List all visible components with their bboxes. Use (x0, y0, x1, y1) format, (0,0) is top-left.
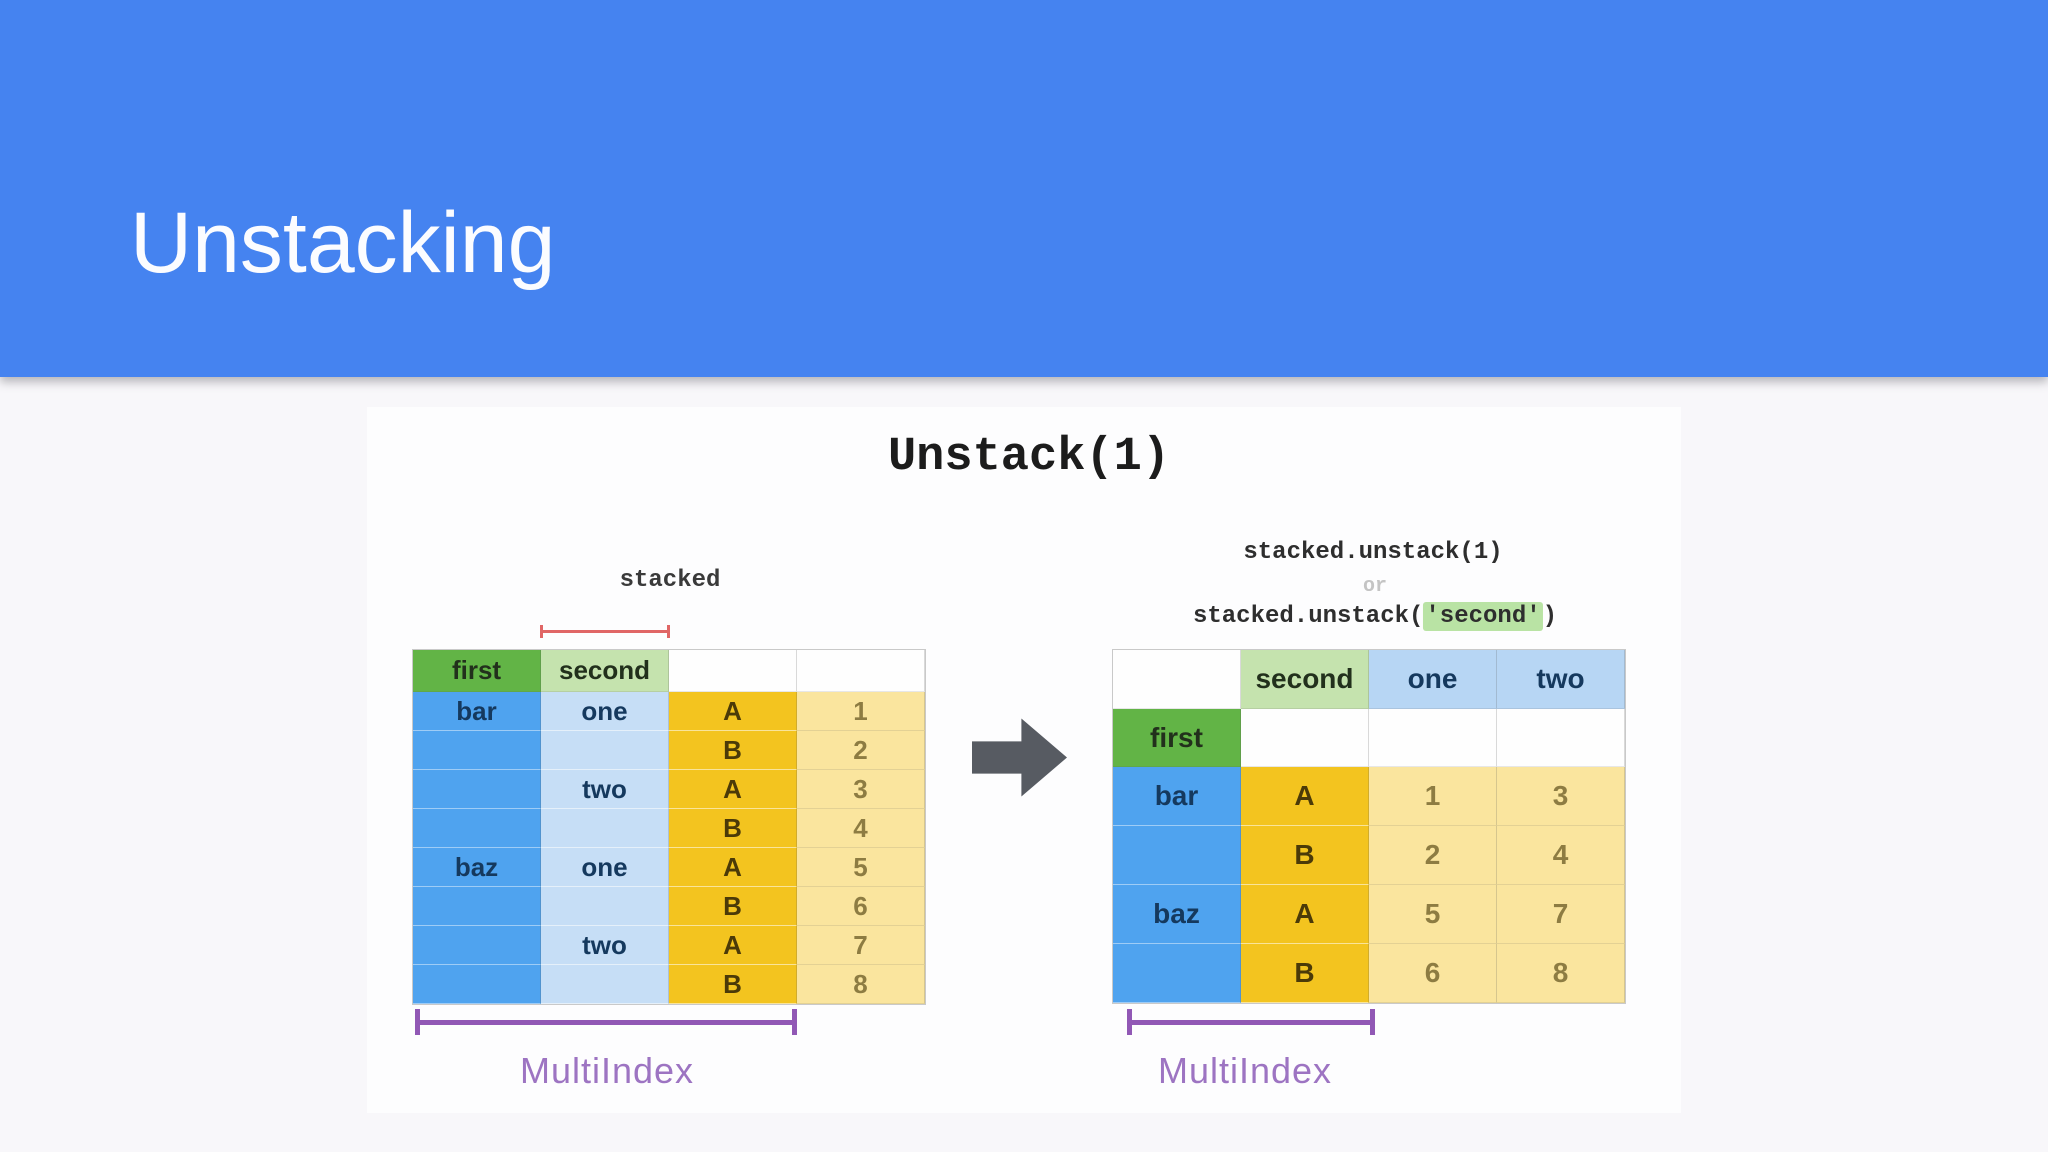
table-cell (541, 965, 669, 1004)
table-cell: 1 (1369, 767, 1497, 826)
table-cell (413, 770, 541, 809)
table-cell: 1 (797, 692, 925, 731)
left-multiindex-label: MultiIndex (519, 1050, 695, 1091)
table-cell: A (1241, 885, 1369, 944)
table-cell: 4 (1497, 826, 1625, 885)
table-cell (413, 809, 541, 848)
table-cell (541, 809, 669, 848)
transform-arrow-icon (972, 718, 1067, 797)
table-cell: one (541, 692, 669, 731)
right-multiindex-label: MultiIndex (1157, 1050, 1333, 1091)
second-highlight: 'second' (1423, 602, 1543, 631)
table-cell: A (669, 770, 797, 809)
table-cell: A (669, 848, 797, 887)
table-cell (1497, 709, 1625, 767)
stacked-series-label: stacked (619, 567, 721, 594)
table-cell: A (1241, 767, 1369, 826)
table-cell: B (1241, 944, 1369, 1003)
table-cell: A (669, 926, 797, 965)
code-prefix: stacked.unstack( (1192, 603, 1424, 630)
diagram-title: Unstack(1) (887, 431, 1171, 484)
table-cell (541, 887, 669, 926)
table-cell: 4 (797, 809, 925, 848)
table-cell (1241, 709, 1369, 767)
table-cell (1113, 944, 1241, 1003)
header-cell (1113, 650, 1241, 709)
table-cell: 5 (797, 848, 925, 887)
table-cell: bar (1113, 767, 1241, 826)
table-cell: 6 (1369, 944, 1497, 1003)
table-cell (413, 887, 541, 926)
table-cell: two (541, 926, 669, 965)
table-cell: baz (413, 848, 541, 887)
first-index-cell: first (1113, 709, 1241, 767)
table-cell (413, 926, 541, 965)
table-cell: 8 (797, 965, 925, 1004)
second-level-bracket (540, 625, 670, 638)
code-unstack-named: stacked.unstack('second') (1192, 602, 1558, 631)
table-cell (413, 965, 541, 1004)
header-cell (669, 650, 797, 692)
table-cell: B (669, 731, 797, 770)
table-cell: 7 (797, 926, 925, 965)
right-multiindex-bracket (1127, 1009, 1375, 1035)
slide-title: Unstacking (130, 195, 556, 291)
table-cell (541, 731, 669, 770)
table-cell: 8 (1497, 944, 1625, 1003)
table-cell: 5 (1369, 885, 1497, 944)
table-cell: B (669, 809, 797, 848)
table-cell: 7 (1497, 885, 1625, 944)
table-cell: 6 (797, 887, 925, 926)
slide-banner: Unstacking (0, 0, 2048, 377)
code-unstack-numeric: stacked.unstack(1) (1243, 539, 1503, 566)
code-suffix: ) (1542, 603, 1558, 630)
table-cell: B (1241, 826, 1369, 885)
table-cell: 3 (1497, 767, 1625, 826)
table-cell: B (669, 887, 797, 926)
header-cell (797, 650, 925, 692)
table-cell: 2 (1369, 826, 1497, 885)
header-cell: second (1241, 650, 1369, 709)
header-cell: one (1369, 650, 1497, 709)
table-cell: 2 (797, 731, 925, 770)
header-cell: first (413, 650, 541, 692)
code-or-label: or (1362, 575, 1388, 598)
table-cell: 3 (797, 770, 925, 809)
table-cell (413, 731, 541, 770)
table-cell: one (541, 848, 669, 887)
table-cell: B (669, 965, 797, 1004)
table-cell: bar (413, 692, 541, 731)
table-cell (1113, 826, 1241, 885)
left-multiindex-bracket (415, 1009, 797, 1035)
table-cell: A (669, 692, 797, 731)
header-cell: two (1497, 650, 1625, 709)
table-cell: baz (1113, 885, 1241, 944)
table-cell: two (541, 770, 669, 809)
table-cell (1369, 709, 1497, 767)
header-cell: second (541, 650, 669, 692)
